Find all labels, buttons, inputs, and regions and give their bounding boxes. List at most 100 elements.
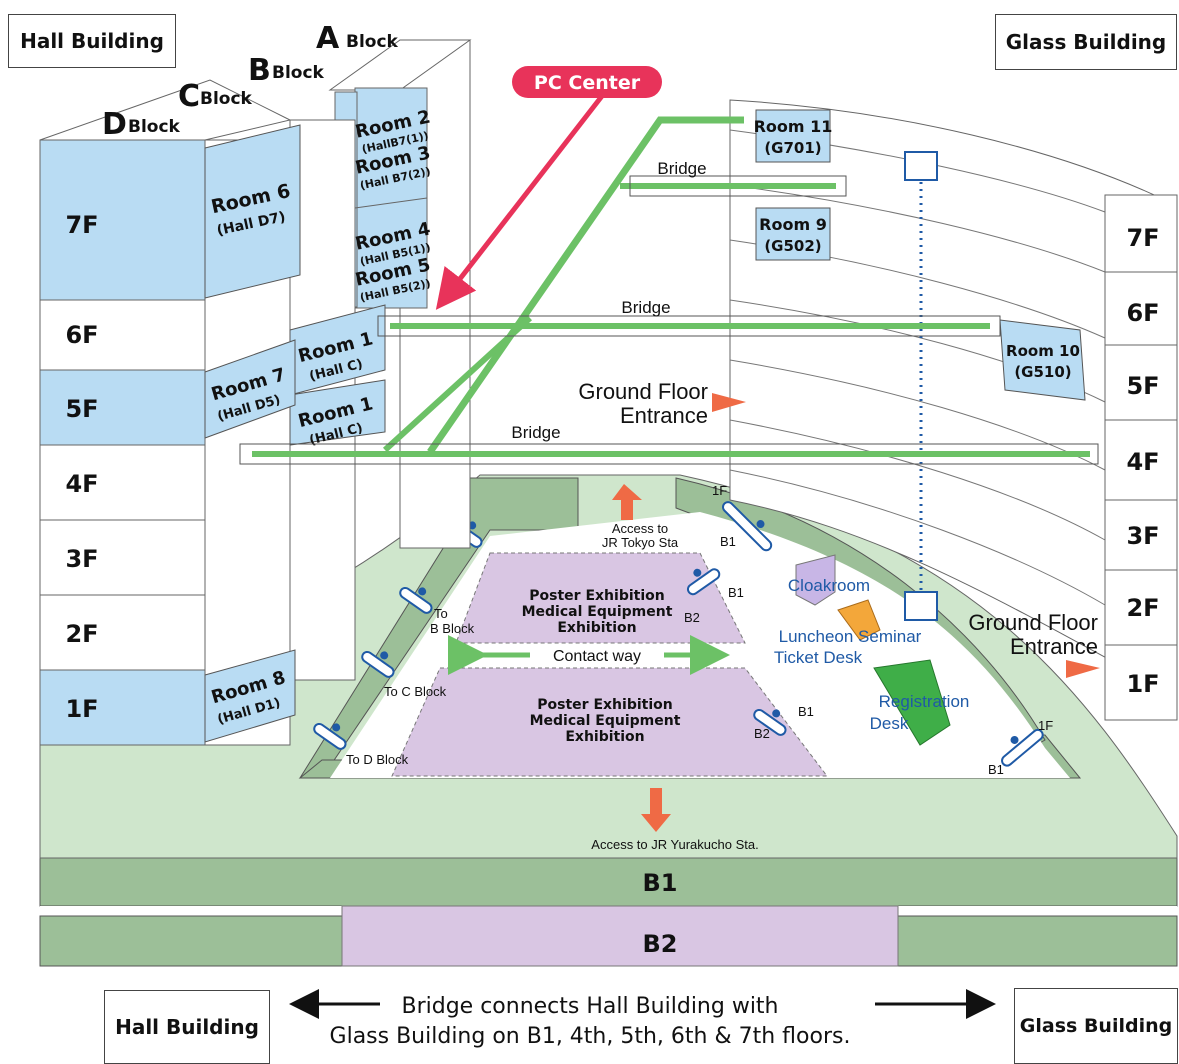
escalator-label-b1-lower: B1 [798, 704, 814, 719]
room-9-name: Room 9 [759, 215, 827, 234]
room-10-name: Room 10 [1006, 342, 1080, 360]
room-11-name: Room 11 [754, 117, 833, 136]
b1-level [39, 857, 1178, 907]
svg-text:B: B [248, 53, 271, 88]
escalator-icon [399, 586, 433, 614]
block-label-c: C Block [178, 79, 253, 114]
escalator-label-b1-north: B1 [720, 534, 736, 549]
exhibition-lower-line3: Exhibition [565, 729, 644, 745]
svg-text:D: D [102, 107, 127, 142]
luncheon-desk [837, 599, 881, 641]
elevator-icon [904, 591, 938, 621]
b-block [354, 87, 428, 309]
hall-floor-label: 7F [65, 211, 98, 239]
room-11-box [755, 109, 831, 163]
bridge-diagonal-branch [382, 183, 836, 453]
svg-text:Block: Block [272, 63, 325, 83]
escalator-icon [361, 650, 395, 678]
cloakroom-label: Cloakroom [788, 576, 870, 595]
access-tokyo-line1: Access to [612, 521, 668, 536]
elevator-icon [904, 151, 938, 181]
registration-label-line1: Registration [879, 692, 970, 711]
block-label-a: A Block [316, 21, 399, 56]
entrance-upper-arrow [712, 393, 746, 412]
escalator-label-b1-east: B1 [988, 762, 1004, 777]
hall-floor-label: 6F [65, 321, 98, 349]
svg-text:Block: Block [200, 89, 253, 109]
room-10-box [999, 319, 1086, 401]
room-9-hall: (G502) [764, 237, 821, 255]
escalator-icon [753, 708, 787, 736]
hall-floor-label: 4F [65, 470, 98, 498]
block-label-b: B Block [248, 53, 325, 88]
room-10-hall: (G510) [1014, 363, 1071, 381]
escalator-icon [313, 722, 347, 750]
block-label-d: D Block [102, 107, 181, 142]
entrance-upper-line2: Entrance [620, 403, 708, 428]
escalator-icon [722, 501, 773, 552]
room-8-box [204, 649, 296, 743]
escalator-to-d: To D Block [346, 752, 409, 767]
exhibition-upper-line1: Poster Exhibition [529, 588, 664, 604]
svg-text:C: C [178, 79, 200, 114]
exhibition-area-upper [455, 552, 746, 644]
hall-floor-label: 1F [65, 695, 98, 723]
pc-center-label: PC Center [534, 72, 641, 94]
hall-floor-label: 5F [65, 395, 98, 423]
escalator-icon [1001, 728, 1044, 767]
bridge-6f-outline [377, 315, 1001, 337]
bridge-label-7f: Bridge [657, 159, 706, 178]
escalator-icon [686, 568, 721, 596]
entrance-upper-line1: Ground Floor [578, 379, 708, 404]
hall-building-label-top: Hall Building [8, 14, 176, 68]
escalator-label-1f-east: 1F [1038, 718, 1053, 733]
glass-building-label-bottom: Glass Building [1014, 988, 1178, 1064]
exhibition-lower-line2: Medical Equipment [530, 713, 681, 729]
luncheon-label-line2: Ticket Desk [774, 648, 863, 667]
bridge-legend-line2: Glass Building on B1, 4th, 5th, 6th & 7t… [329, 1024, 851, 1049]
svg-text:A: A [316, 21, 340, 56]
exhibition-lower-line1: Poster Exhibition [537, 697, 672, 713]
registration-desk [873, 659, 951, 746]
glass-floor-label: 1F [1126, 670, 1159, 698]
bridge-4f-outline [239, 443, 1099, 465]
exhibition-upper-line3: Exhibition [557, 620, 636, 636]
glass-floor-column [1104, 194, 1178, 721]
escalator-to-c: To C Block [384, 684, 447, 699]
pc-center-badge [512, 66, 662, 98]
glass-floor-label: 4F [1126, 448, 1159, 476]
bridge-legend-line1: Bridge connects Hall Building with [401, 994, 779, 1019]
entrance-lower-line2: Entrance [1010, 634, 1098, 659]
hall-building-label-bottom: Hall Building [104, 990, 270, 1064]
bridge-legend: Bridge connects Hall Building with Glass… [300, 992, 880, 1052]
bridge-label-4f: Bridge [511, 423, 560, 442]
luncheon-label-line1: Luncheon Seminar [779, 627, 922, 646]
floor-label-b1: B1 [643, 869, 678, 897]
hall-floor-label: 2F [65, 620, 98, 648]
escalator-label-b2-lower: B2 [754, 726, 770, 741]
escalator-label-b2-upper: B2 [684, 610, 700, 625]
access-tokyo-line2: JR Tokyo Sta [602, 535, 679, 550]
bridge-label-6f: Bridge [621, 298, 670, 317]
escalator-label-1f-north: 1F [712, 483, 727, 498]
access-yurakucho-label: Access to JR Yurakucho Sta. [591, 837, 758, 852]
svg-text:Block: Block [346, 32, 399, 52]
b2-exhibition-area [341, 905, 899, 967]
glass-building-label-top: Glass Building [995, 14, 1177, 70]
svg-text:Block: Block [128, 117, 181, 137]
glass-floor-label: 5F [1126, 372, 1159, 400]
entrance-lower-line1: Ground Floor [968, 610, 1098, 635]
d-block-1f [39, 669, 206, 746]
escalator-label-b1-upper: B1 [728, 585, 744, 600]
d-block-7f [39, 139, 206, 301]
exhibition-upper-line2: Medical Equipment [522, 604, 673, 620]
access-tokyo-arrow [612, 484, 642, 520]
registration-label-line2: Desk [870, 714, 909, 733]
hall-floor-label: 3F [65, 545, 98, 573]
room-1-lower-box [289, 379, 386, 446]
entrance-lower-arrow [1066, 660, 1100, 678]
room-11-hall: (G701) [764, 139, 821, 157]
access-yurakucho-arrow [641, 788, 671, 832]
glass-floor-label: 6F [1126, 299, 1159, 327]
